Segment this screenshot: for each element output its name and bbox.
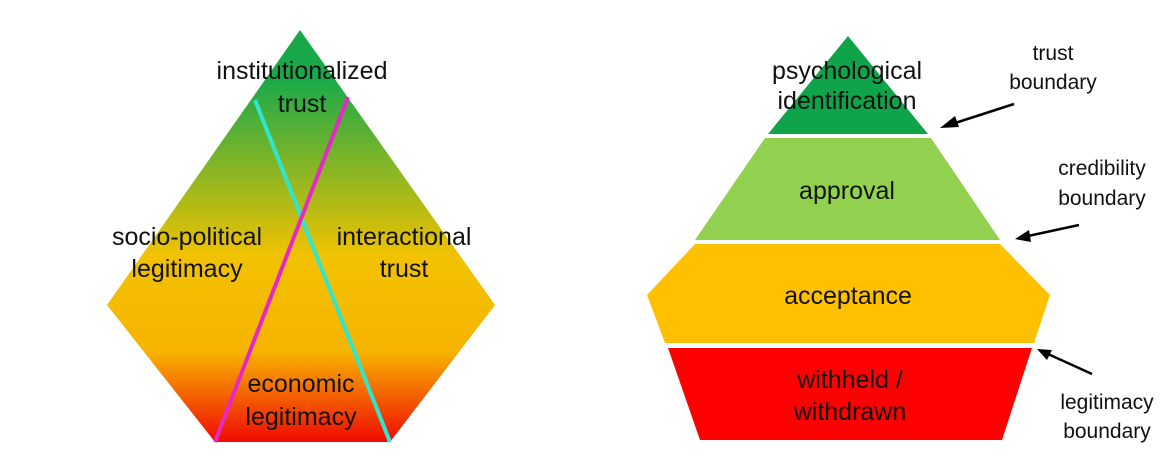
label-trust-boundary: boundary [1009, 71, 1097, 94]
label-institutionalized: institutionalized [217, 57, 388, 85]
label-economic: economic [248, 370, 355, 398]
label-socio-political-legitimacy: legitimacy [131, 255, 243, 283]
label-acceptance: acceptance [784, 282, 912, 310]
label-approval: approval [799, 177, 895, 205]
label-credibility: credibility [1058, 157, 1146, 180]
arrow-trust-boundary [940, 102, 1015, 128]
label-trust: trust [1033, 42, 1074, 65]
label-interactional: interactional [337, 223, 472, 251]
level-acceptance [647, 244, 1050, 343]
label-credibility-boundary: boundary [1058, 187, 1146, 210]
arrow-legitimacy-boundary [1037, 349, 1093, 376]
label-identification: identification [778, 87, 917, 115]
cyan-line [253, 99, 392, 443]
label-withdrawn: withdrawn [793, 398, 907, 426]
level-approval [695, 138, 1000, 240]
label-socio-political: socio-political [112, 223, 262, 251]
right-boundary-pyramid: psychological identification approval ac… [647, 36, 1154, 443]
label-interactional-trust: trust [380, 255, 429, 283]
label-psychological: psychological [772, 57, 922, 85]
left-shape [107, 30, 495, 442]
label-institutionalized-trust: trust [278, 90, 327, 118]
arrow-credibility-boundary [1015, 223, 1080, 242]
magenta-line [213, 96, 350, 443]
left-legitimacy-diagram: institutionalized trust socio-political … [107, 30, 495, 443]
level-withheld-withdrawn [668, 348, 1032, 440]
level-psychological-identification [768, 36, 928, 134]
label-legitimacy: legitimacy [1060, 391, 1154, 414]
label-withheld: withheld / [796, 366, 903, 394]
label-legitimacy-boundary: boundary [1063, 420, 1151, 443]
label-economic-legitimacy: legitimacy [245, 403, 357, 431]
